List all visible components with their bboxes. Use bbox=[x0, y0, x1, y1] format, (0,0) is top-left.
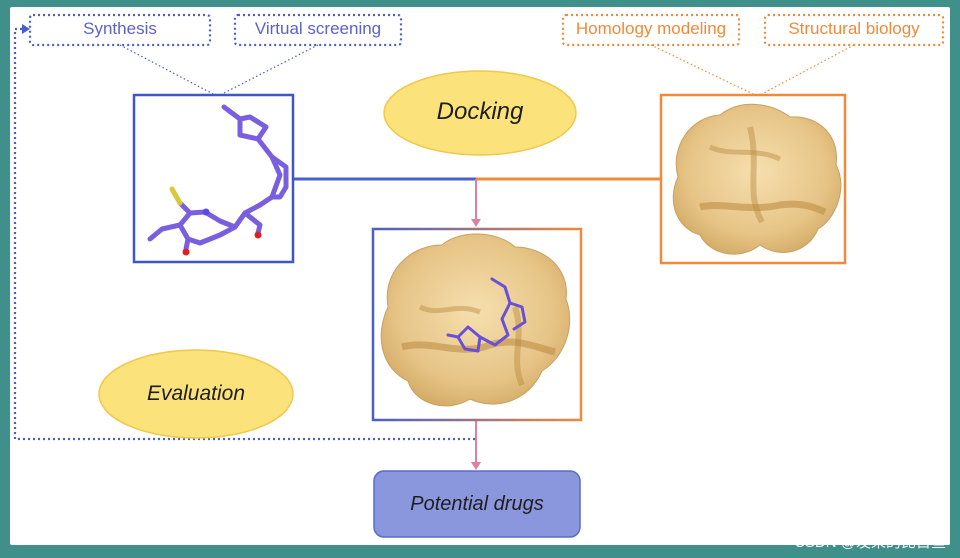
protein-ligand-complex-icon bbox=[380, 233, 571, 407]
docking-oval bbox=[383, 70, 577, 156]
synthesis-label-box bbox=[28, 13, 212, 47]
homology-modeling-label: Homology modeling bbox=[575, 19, 727, 38]
diagram-canvas: Synthesis Virtual screening Homology mod… bbox=[10, 7, 950, 545]
virtual-screening-label: Virtual screening bbox=[254, 19, 382, 38]
connector-synthesis bbox=[119, 44, 216, 96]
ligand-molecule-icon bbox=[147, 104, 289, 252]
evaluation-label: Evaluation bbox=[146, 382, 246, 405]
ligand-box bbox=[132, 93, 295, 264]
synthesis-label: Synthesis bbox=[83, 19, 157, 38]
arrow-down-icon bbox=[471, 219, 481, 227]
arrow-down-icon bbox=[471, 462, 481, 470]
connector-homology bbox=[650, 44, 756, 96]
evaluation-oval bbox=[98, 349, 294, 439]
feedback-arrow-icon bbox=[22, 24, 30, 34]
potential-drugs-box bbox=[373, 470, 581, 538]
watermark: CSDN @发呆的比目鱼 bbox=[794, 534, 946, 551]
protein-surface-icon bbox=[672, 103, 842, 255]
connector-virtual-screening bbox=[219, 44, 319, 96]
connector-structural bbox=[759, 44, 855, 96]
feedback-loop-line bbox=[13, 27, 475, 441]
homology-modeling-label-box bbox=[561, 13, 741, 47]
workflow-diagram bbox=[13, 13, 945, 538]
structural-biology-label: Structural biology bbox=[788, 19, 920, 38]
potential-drugs-label: Potential drugs bbox=[410, 493, 544, 515]
virtual-screening-label-box bbox=[233, 13, 403, 47]
docking-label: Docking bbox=[436, 98, 524, 125]
